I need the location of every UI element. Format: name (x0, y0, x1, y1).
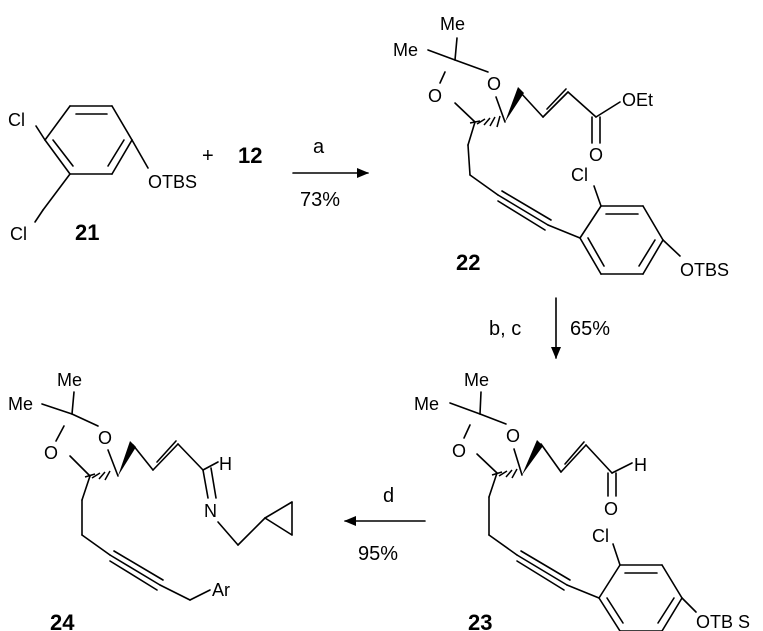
oxygen-label: O (487, 74, 501, 94)
yield-a-label: 73% (300, 189, 340, 211)
reaction-arrow-a: a 73% (292, 136, 369, 211)
otbs-label: OTBS (148, 172, 197, 192)
oxygen-label: O (589, 145, 603, 165)
otbs-label: OTB S (696, 612, 750, 631)
compound-number-23: 23 (468, 610, 492, 631)
compound-21-structure: Cl Cl OTBS 21 (8, 105, 197, 245)
chlorine-label: Cl (8, 110, 25, 130)
chlorine-label: Cl (571, 165, 588, 185)
compound-number-24: 24 (50, 610, 75, 631)
reaction-arrow-bc: b, c 65% (489, 297, 610, 359)
nitrogen-label: N (204, 501, 217, 521)
reagent-a-label: a (313, 136, 325, 158)
reaction-arrow-d: d 95% (344, 485, 426, 565)
yield-d-label: 95% (358, 543, 398, 565)
compound-23-structure: Me Me O O H O Cl OTB S 23 (414, 370, 750, 631)
compound-22-structure: Me Me O O OEt O Cl OTBS 22 (393, 14, 729, 280)
methyl-label: Me (393, 40, 418, 60)
methyl-label: Me (414, 394, 439, 414)
otbs-label: OTBS (680, 260, 729, 280)
oxygen-label: O (506, 426, 520, 446)
plus-sign: + (202, 145, 214, 167)
hydrogen-label: H (219, 454, 232, 474)
yield-bc-label: 65% (570, 318, 610, 340)
reagent-d-label: d (383, 485, 394, 507)
chlorine-label: Cl (10, 224, 27, 244)
compound-24-structure: Me Me O O H N Ar 24 (8, 370, 293, 631)
oxygen-label: O (604, 499, 618, 519)
oxygen-label: O (98, 428, 112, 448)
methyl-label: Me (440, 14, 465, 34)
compound-number-21: 21 (75, 220, 99, 245)
oxygen-label: O (44, 443, 58, 463)
methyl-label: Me (464, 370, 489, 390)
reagent-bc-label: b, c (489, 318, 521, 340)
oxygen-label: O (428, 86, 442, 106)
hydrogen-label: H (634, 455, 647, 475)
methyl-label: Me (8, 394, 33, 414)
oxygen-label: O (452, 441, 466, 461)
compound-number-12: 12 (238, 143, 262, 168)
ethoxy-label: OEt (622, 90, 653, 110)
methyl-label: Me (57, 370, 82, 390)
compound-number-22: 22 (456, 250, 480, 275)
chlorine-label: Cl (592, 526, 609, 546)
aryl-label: Ar (212, 580, 230, 600)
